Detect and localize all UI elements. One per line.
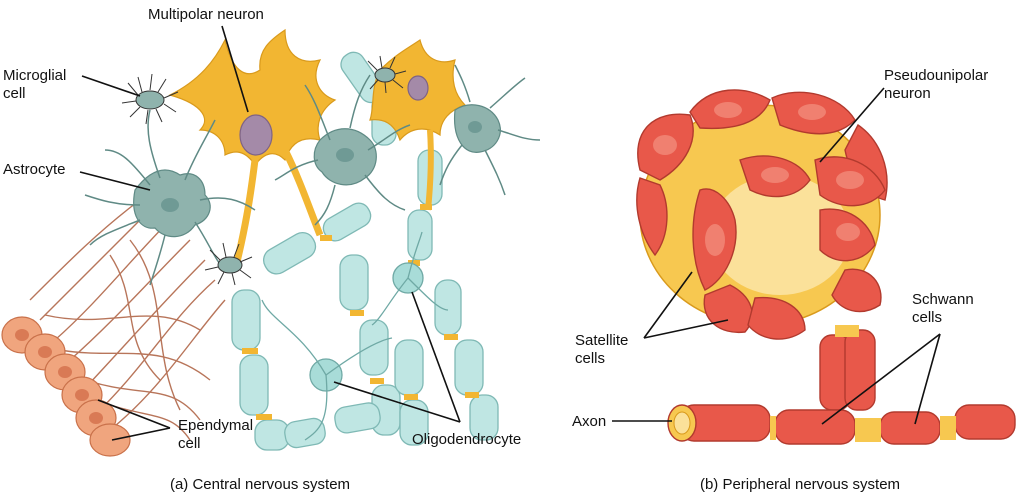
label-microglial-cell-2: cell — [3, 85, 26, 102]
schwann-nodes — [770, 325, 956, 442]
label-microglial-cell-1: Microglial — [3, 67, 66, 84]
label-schwann-cells-1: Schwann — [912, 291, 974, 308]
ependymal-cells — [1, 316, 131, 457]
astrocyte-nuclei — [161, 121, 482, 212]
label-satellite-cells-2: cells — [575, 350, 605, 367]
label-schwann-cells-2: cells — [912, 309, 942, 326]
label-astrocyte: Astrocyte — [3, 161, 66, 178]
labels: Multipolar neuron Microglial cell Astroc… — [3, 6, 988, 452]
oligodendrocyte-bodies — [261, 231, 449, 441]
neuron-nuclei — [239, 75, 429, 156]
label-ependymal-cell-1: Ependymal — [178, 417, 253, 434]
label-oligodendrocyte: Oligodendrocyte — [412, 431, 521, 448]
astrocyte-processes — [84, 64, 541, 286]
label-pseudounipolar-neuron-1: Pseudounipolar — [884, 67, 988, 84]
microglial-cells — [121, 55, 407, 286]
schwann-cells — [679, 329, 1016, 445]
label-axon: Axon — [572, 413, 606, 430]
caption-panel-a: (a) Central nervous system — [170, 476, 350, 493]
ependymal-fibers — [29, 199, 226, 441]
label-satellite-cells-1: Satellite — [575, 332, 628, 349]
leader-lines — [79, 25, 941, 441]
label-pseudounipolar-neuron-2: neuron — [884, 85, 931, 102]
axon-end — [667, 404, 697, 442]
myelin-sheaths — [231, 51, 499, 451]
panel-a-illustration — [1, 28, 541, 457]
satellite-highlights — [653, 102, 864, 256]
panel-b-illustration — [636, 89, 1016, 445]
caption-panel-b: (b) Peripheral nervous system — [700, 476, 900, 493]
label-ependymal-cell-2: cell — [178, 435, 201, 452]
label-multipolar-neuron: Multipolar neuron — [148, 6, 264, 23]
